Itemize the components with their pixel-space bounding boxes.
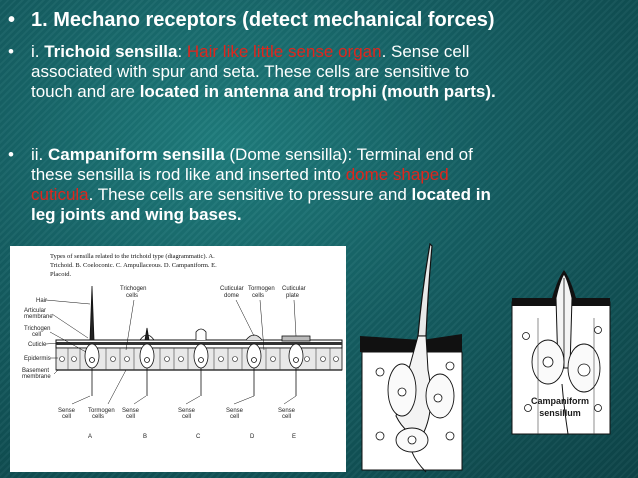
label-trichogen-cell: Trichogen — [24, 326, 50, 332]
text: . These cells are sensitive to pressure … — [88, 185, 412, 204]
label-sense-cell: Sense — [226, 408, 244, 414]
label-sense-cell: cell — [182, 414, 191, 420]
sensilla-types-figure: Types of sensilla related to the trichoi… — [10, 246, 346, 472]
label-basement-membrane: membrane — [22, 374, 51, 380]
label-cuticular-plate: plate — [286, 293, 300, 299]
bullet2-line2: these sensilla is rod like and inserted … — [31, 165, 633, 185]
bullet-marker: • — [8, 145, 14, 164]
bullet-marker: • — [8, 42, 14, 61]
label-sense-cell: cell — [230, 414, 239, 420]
sensillum-campaniform — [245, 334, 263, 396]
prefix: i. — [31, 42, 45, 61]
highlight-cuticula: cuticula — [31, 185, 89, 204]
highlight-dome: dome shaped — [345, 165, 449, 184]
sensillum-coeloconic — [139, 327, 155, 396]
bullet2-line1: ii. Campaniform sensilla (Dome sensilla)… — [31, 145, 633, 165]
bullet1-line1: i. Trichoid sensilla: Hair like little s… — [31, 42, 633, 62]
label-tormogen-cells: Tormogen — [88, 408, 115, 414]
label-trichogen-cells: cells — [126, 293, 138, 299]
sensilla-diagram: Types of sensilla related to the trichoi… — [22, 253, 343, 440]
bullet-campaniform: • ii. Campaniform sensilla (Dome sensill… — [8, 145, 633, 225]
text: . Sense cell — [381, 42, 470, 61]
label-articular-membrane: membrane — [24, 314, 53, 320]
prefix: ii. — [31, 145, 48, 164]
label-articular-membrane: Articular — [24, 308, 46, 314]
label-sense-cell: cell — [62, 414, 71, 420]
sensillum-ampullaceous — [193, 328, 209, 396]
campaniform-label: sensillum — [539, 408, 581, 418]
campaniform-label: Campaniform — [531, 396, 589, 406]
colon: : — [177, 42, 187, 61]
trichoid-hair-illustration — [356, 240, 466, 476]
figure-caption-line: Placoid. — [50, 271, 71, 278]
label-tormogen-cells: cells — [252, 293, 264, 299]
panel-letter: C — [196, 434, 201, 440]
label-trichogen-cell: cell — [32, 332, 41, 338]
label-sense-cell: Sense — [58, 408, 76, 414]
label-trichogen-cells: Trichogen — [120, 286, 146, 292]
location-text: leg joints and wing bases. — [31, 205, 242, 224]
highlight-hair: Hair like little sense organ — [186, 42, 382, 61]
campaniform-sensillum-illustration: Campaniform sensillum — [498, 258, 620, 438]
figure-caption-line: Types of sensilla related to the trichoi… — [50, 253, 215, 260]
label-basement-membrane: Basement — [22, 368, 49, 374]
leader-lines — [45, 299, 297, 405]
bullet1-line2: associated with spur and seta. These cel… — [31, 62, 470, 81]
label-cuticular-plate: Cuticular — [282, 286, 306, 292]
panel-letter: A — [88, 434, 92, 440]
label-cuticular-dome: Cuticular — [220, 286, 244, 292]
location-text: located in — [411, 185, 491, 204]
title-text: 1. Mechano receptors (detect mechanical … — [31, 9, 495, 31]
panel-letter: B — [143, 434, 147, 440]
label-hair: Hair — [36, 298, 47, 304]
label-sense-cell: cell — [126, 414, 135, 420]
slide-title: • 1. Mechano receptors (detect mechanica… — [8, 8, 633, 32]
bullet2-line4: leg joints and wing bases. — [31, 205, 633, 225]
term-campaniform: Campaniform sensilla — [48, 145, 225, 164]
panel-letter: D — [250, 434, 255, 440]
sensillum-placoid — [281, 335, 311, 396]
text: touch and are — [31, 82, 140, 101]
bullet-marker: • — [8, 9, 16, 31]
label-cuticle: Cuticle — [28, 342, 47, 348]
bullet1-line3: touch and are located in antenna and tro… — [31, 82, 633, 102]
label-tormogen-cells: cells — [92, 414, 104, 420]
figure-caption-line: Trichoid. B. Coeloconic. C. Ampullaceous… — [50, 262, 217, 269]
term-trichoid: Trichoid sensilla — [44, 42, 178, 61]
panel-letter: E — [292, 434, 296, 440]
label-sense-cell: Sense — [122, 408, 140, 414]
label-sense-cell: cell — [282, 414, 291, 420]
label-epidermis: Epidermis — [24, 356, 51, 362]
label-sense-cell: Sense — [278, 408, 296, 414]
sensillum-trichoid — [84, 285, 100, 396]
label-cuticular-dome: dome — [224, 293, 240, 299]
bullet2-line3: cuticula. These cells are sensitive to p… — [31, 185, 633, 205]
text: (Dome sensilla): Terminal end of — [224, 145, 473, 164]
label-tormogen-cells: Tormogen — [248, 286, 275, 292]
location-text: located in antenna and trophi (mouth par… — [139, 82, 496, 101]
bullet-trichoid: • i. Trichoid sensilla: Hair like little… — [8, 42, 633, 102]
text: these sensilla is rod like and inserted … — [31, 165, 346, 184]
label-sense-cell: Sense — [178, 408, 196, 414]
